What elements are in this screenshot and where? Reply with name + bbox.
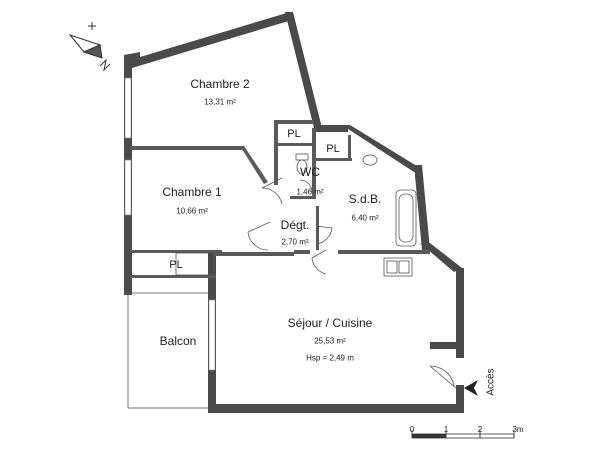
room-area-chambre-2: 13,31 m² <box>204 97 236 107</box>
room-name-chambre-2: Chambre 2 <box>190 77 250 91</box>
room-area-sdb: 6,40 m² <box>351 213 379 223</box>
interior-walls <box>130 120 430 278</box>
door-swings <box>175 177 457 389</box>
room-area-sejour: 25,53 m² <box>314 336 346 346</box>
room-name-balcon: Balcon <box>159 334 197 348</box>
sink-icon <box>362 154 378 166</box>
balcony-outline <box>127 292 212 409</box>
fixtures <box>295 153 417 277</box>
room-area-wc: 1,46 m² <box>296 187 324 197</box>
room-name-degt: Dégt. <box>280 218 310 232</box>
north-arrow-icon <box>68 22 111 72</box>
room-name-chambre-1: Chambre 1 <box>162 185 222 199</box>
toilet-icon <box>295 153 309 161</box>
closet-label: PL <box>287 128 301 140</box>
entrance-arrow-icon <box>464 380 478 396</box>
scale-tick: 0 <box>409 425 415 434</box>
room-area-degt: 2,70 m² <box>281 237 309 247</box>
kitchen-sink-icon <box>383 257 413 277</box>
room-name-sejour: Séjour / Cuisine <box>287 316 373 330</box>
scale-tick: 2 <box>477 425 483 434</box>
room-height-sejour: Hsp = 2,49 m <box>306 353 354 363</box>
closet-label: PL <box>326 143 340 155</box>
entrance-label: Accès <box>485 368 497 396</box>
bathtub-icon <box>395 189 417 247</box>
closet-label: PL <box>169 259 183 271</box>
room-name-sdb: S.d.B. <box>348 192 382 206</box>
scale-tick: 3m <box>512 425 524 434</box>
room-area-chambre-1: 10,66 m² <box>176 206 208 216</box>
scale-tick: 1 <box>443 425 449 434</box>
room-name-wc: WC <box>300 165 320 179</box>
scale-bar <box>411 430 515 439</box>
